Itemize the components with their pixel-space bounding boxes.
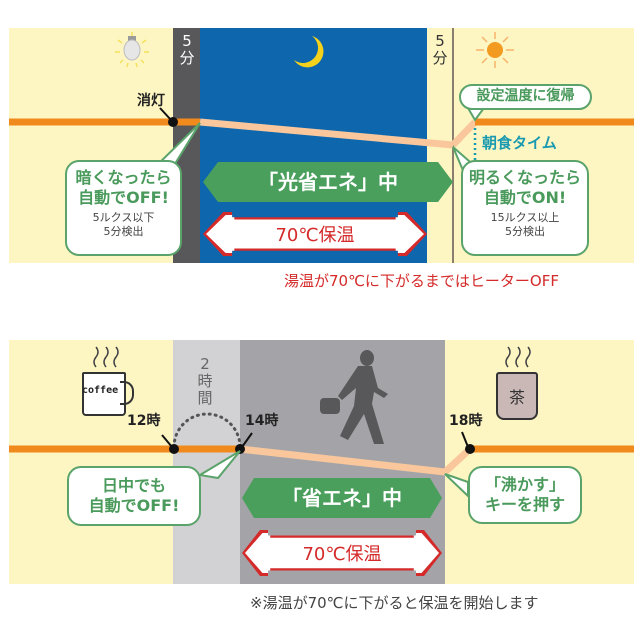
tea-cup-body: 茶 — [496, 372, 538, 420]
time-18-label: 18時 — [449, 413, 483, 429]
steam-icon — [505, 346, 531, 368]
coffee-mug-handle — [120, 381, 134, 405]
restore-temperature-bubble: 設定温度に復帰 — [459, 84, 592, 110]
coffee-text: coffee — [82, 385, 119, 396]
light-eco-mode-arrow: 「光省エネ」中 — [203, 162, 453, 202]
lights-off-label: 消灯 — [137, 93, 165, 109]
time-12-label: 12時 — [127, 413, 161, 429]
bottom-keep-warm-arrow: 70℃保温 — [242, 530, 442, 576]
moon-icon — [294, 36, 324, 68]
press-boil-key-bubble: 「沸かす」 キーを押す — [468, 466, 582, 524]
two-hours-label: 2 時 間 — [197, 355, 213, 407]
top-keep-warm-arrow: 70℃保温 — [203, 212, 427, 256]
coffee-mug-icon: coffee — [80, 345, 136, 416]
top-5min-left-label: 5 分 — [179, 32, 195, 67]
eco-mode-arrow: 「省エネ」中 — [242, 478, 442, 518]
dark-auto-off-bubble: 暗くなったら 自動でOFF! 5ルクス以下 5分検出 — [65, 160, 182, 256]
bright-auto-on-bubble: 明るくなったら 自動でON! 15ルクス以上 5分検出 — [461, 160, 589, 256]
bottom-temperature-line — [9, 412, 634, 499]
walking-person-icon — [320, 350, 388, 444]
right-divider-line — [452, 28, 454, 263]
breakfast-time-label: 朝食タイム — [482, 134, 557, 152]
time-14-label: 14時 — [245, 413, 279, 429]
daytime-auto-off-bubble: 日中でも 自動でOFF! — [67, 466, 201, 526]
top-heater-off-note: 湯温が70℃に下がるまではヒーターOFF — [284, 272, 559, 290]
light-bulb-icon — [115, 32, 149, 68]
tea-kanji: 茶 — [508, 388, 525, 407]
steam-icon — [93, 346, 119, 368]
bottom-keep-warm-note: ※湯温が70℃に下がると保温を開始します — [250, 594, 539, 612]
sun-icon — [476, 32, 514, 68]
coffee-mug-body — [82, 372, 126, 416]
top-5min-right-label: 5 分 — [432, 32, 448, 67]
tea-cup-icon: 茶 — [494, 345, 544, 420]
